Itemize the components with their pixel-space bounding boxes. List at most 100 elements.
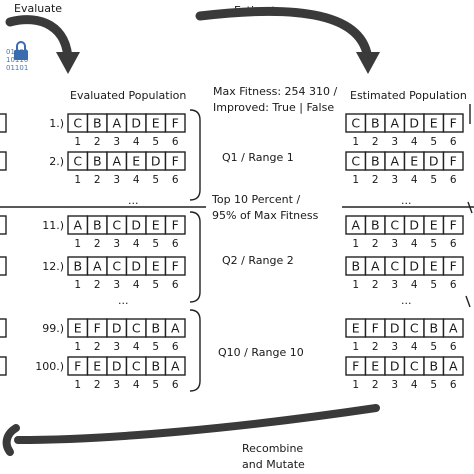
gene-letter: C xyxy=(390,218,399,233)
gene-letter: E xyxy=(352,321,360,336)
gene-letter: E xyxy=(74,321,82,336)
max-fitness-label: Max Fitness: 254 310 / xyxy=(213,85,338,98)
gene-index: 5 xyxy=(152,341,159,353)
gene-index: 4 xyxy=(411,136,418,148)
ellipsis-estimated-1: ... xyxy=(401,194,412,207)
previous-population-fragments xyxy=(0,113,7,376)
gene-index: 6 xyxy=(172,136,179,148)
gene-letter: E xyxy=(152,259,160,274)
gene-index: 2 xyxy=(94,136,101,148)
gene-letter: C xyxy=(390,259,399,274)
q2-bracket xyxy=(189,211,201,303)
gene-index: 6 xyxy=(172,174,179,186)
gene-letter: E xyxy=(410,154,418,169)
q2-label: Q2 / Range 2 xyxy=(222,254,294,267)
gene-letter: A xyxy=(371,259,380,274)
gene-letter: A xyxy=(351,218,360,233)
gene-letter: D xyxy=(112,359,122,374)
gene-index: 3 xyxy=(113,279,120,291)
gene-letter: B xyxy=(429,359,438,374)
gene-letter: A xyxy=(390,154,399,169)
gene-letter: D xyxy=(112,321,122,336)
gene-index: 2 xyxy=(94,379,101,391)
gene-letter: B xyxy=(93,218,102,233)
gene-letter: B xyxy=(371,218,380,233)
gene-index: 4 xyxy=(411,379,418,391)
evaluate-arrowhead xyxy=(56,52,80,74)
max-fitness-percent-label: 95% of Max Fitness xyxy=(212,209,319,222)
gene-cell xyxy=(164,113,186,133)
gene-cell xyxy=(164,318,186,338)
gene-letter: F xyxy=(172,154,179,169)
gene-index: 3 xyxy=(113,341,120,353)
gene-letter: D xyxy=(390,359,400,374)
gene-index: 1 xyxy=(74,238,81,250)
gene-index: 5 xyxy=(430,136,437,148)
gene-letter: F xyxy=(372,321,379,336)
q10-label: Q10 / Range 10 xyxy=(218,346,304,359)
gene-index: 3 xyxy=(113,136,120,148)
evaluate-arrow xyxy=(5,15,73,67)
gene-letter: C xyxy=(351,154,360,169)
gene-cell xyxy=(164,356,186,376)
q1-label: Q1 / Range 1 xyxy=(222,151,294,164)
gene-letter: C xyxy=(351,116,360,131)
gene-letter: B xyxy=(351,259,360,274)
gene-cell xyxy=(164,215,186,235)
gene-index: 4 xyxy=(133,379,140,391)
gene-letter: D xyxy=(131,116,141,131)
rank-label: 12.) xyxy=(42,260,64,273)
gene-index: 3 xyxy=(113,379,120,391)
gene-letter: A xyxy=(171,321,180,336)
gene-index: 2 xyxy=(372,341,379,353)
gene-letter: F xyxy=(172,259,179,274)
lock-icon: 01001 10110 01101 xyxy=(6,41,28,72)
gene-index: 4 xyxy=(133,136,140,148)
gene-index: 5 xyxy=(430,379,437,391)
gene-index: 6 xyxy=(172,341,179,353)
gene-letter: A xyxy=(449,321,458,336)
gene-index: 4 xyxy=(411,341,418,353)
gene-index: 4 xyxy=(133,279,140,291)
gene-cell xyxy=(442,318,464,338)
gene-index: 2 xyxy=(94,279,101,291)
gene-index: 5 xyxy=(430,341,437,353)
gene-index: 1 xyxy=(352,136,359,148)
gene-letter: D xyxy=(390,321,400,336)
gene-index: 3 xyxy=(113,174,120,186)
recombine-arrow xyxy=(14,404,380,444)
gene-index: 4 xyxy=(411,238,418,250)
top-percent-label: Top 10 Percent / xyxy=(211,193,300,206)
rank-label: 100.) xyxy=(35,360,64,373)
gene-index: 3 xyxy=(391,174,398,186)
ellipsis-evaluated-2: ... xyxy=(118,294,129,307)
gene-cell xyxy=(442,256,464,276)
gene-letter: C xyxy=(73,116,82,131)
gene-letter: A xyxy=(390,116,399,131)
gene-index: 3 xyxy=(391,379,398,391)
gene-letter: B xyxy=(73,259,82,274)
gene-letter: D xyxy=(131,218,141,233)
gene-index: 6 xyxy=(450,279,457,291)
gene-letter: A xyxy=(449,359,458,374)
right-cut-mark-bottom xyxy=(465,295,471,308)
gene-letter: B xyxy=(151,359,160,374)
gene-letter: C xyxy=(410,359,419,374)
gene-cell xyxy=(442,356,464,376)
gene-index: 5 xyxy=(152,174,159,186)
gene-index: 1 xyxy=(74,379,81,391)
gene-index: 3 xyxy=(391,136,398,148)
gene-index: 5 xyxy=(152,379,159,391)
gene-letter: D xyxy=(409,259,419,274)
gene-index: 6 xyxy=(450,238,457,250)
gene-index: 6 xyxy=(172,379,179,391)
gene-index: 5 xyxy=(430,279,437,291)
population-rows: 1.)C1B2A3D4E5F62.)C1B2A3E4D5F611.)A1B2C3… xyxy=(35,113,464,391)
